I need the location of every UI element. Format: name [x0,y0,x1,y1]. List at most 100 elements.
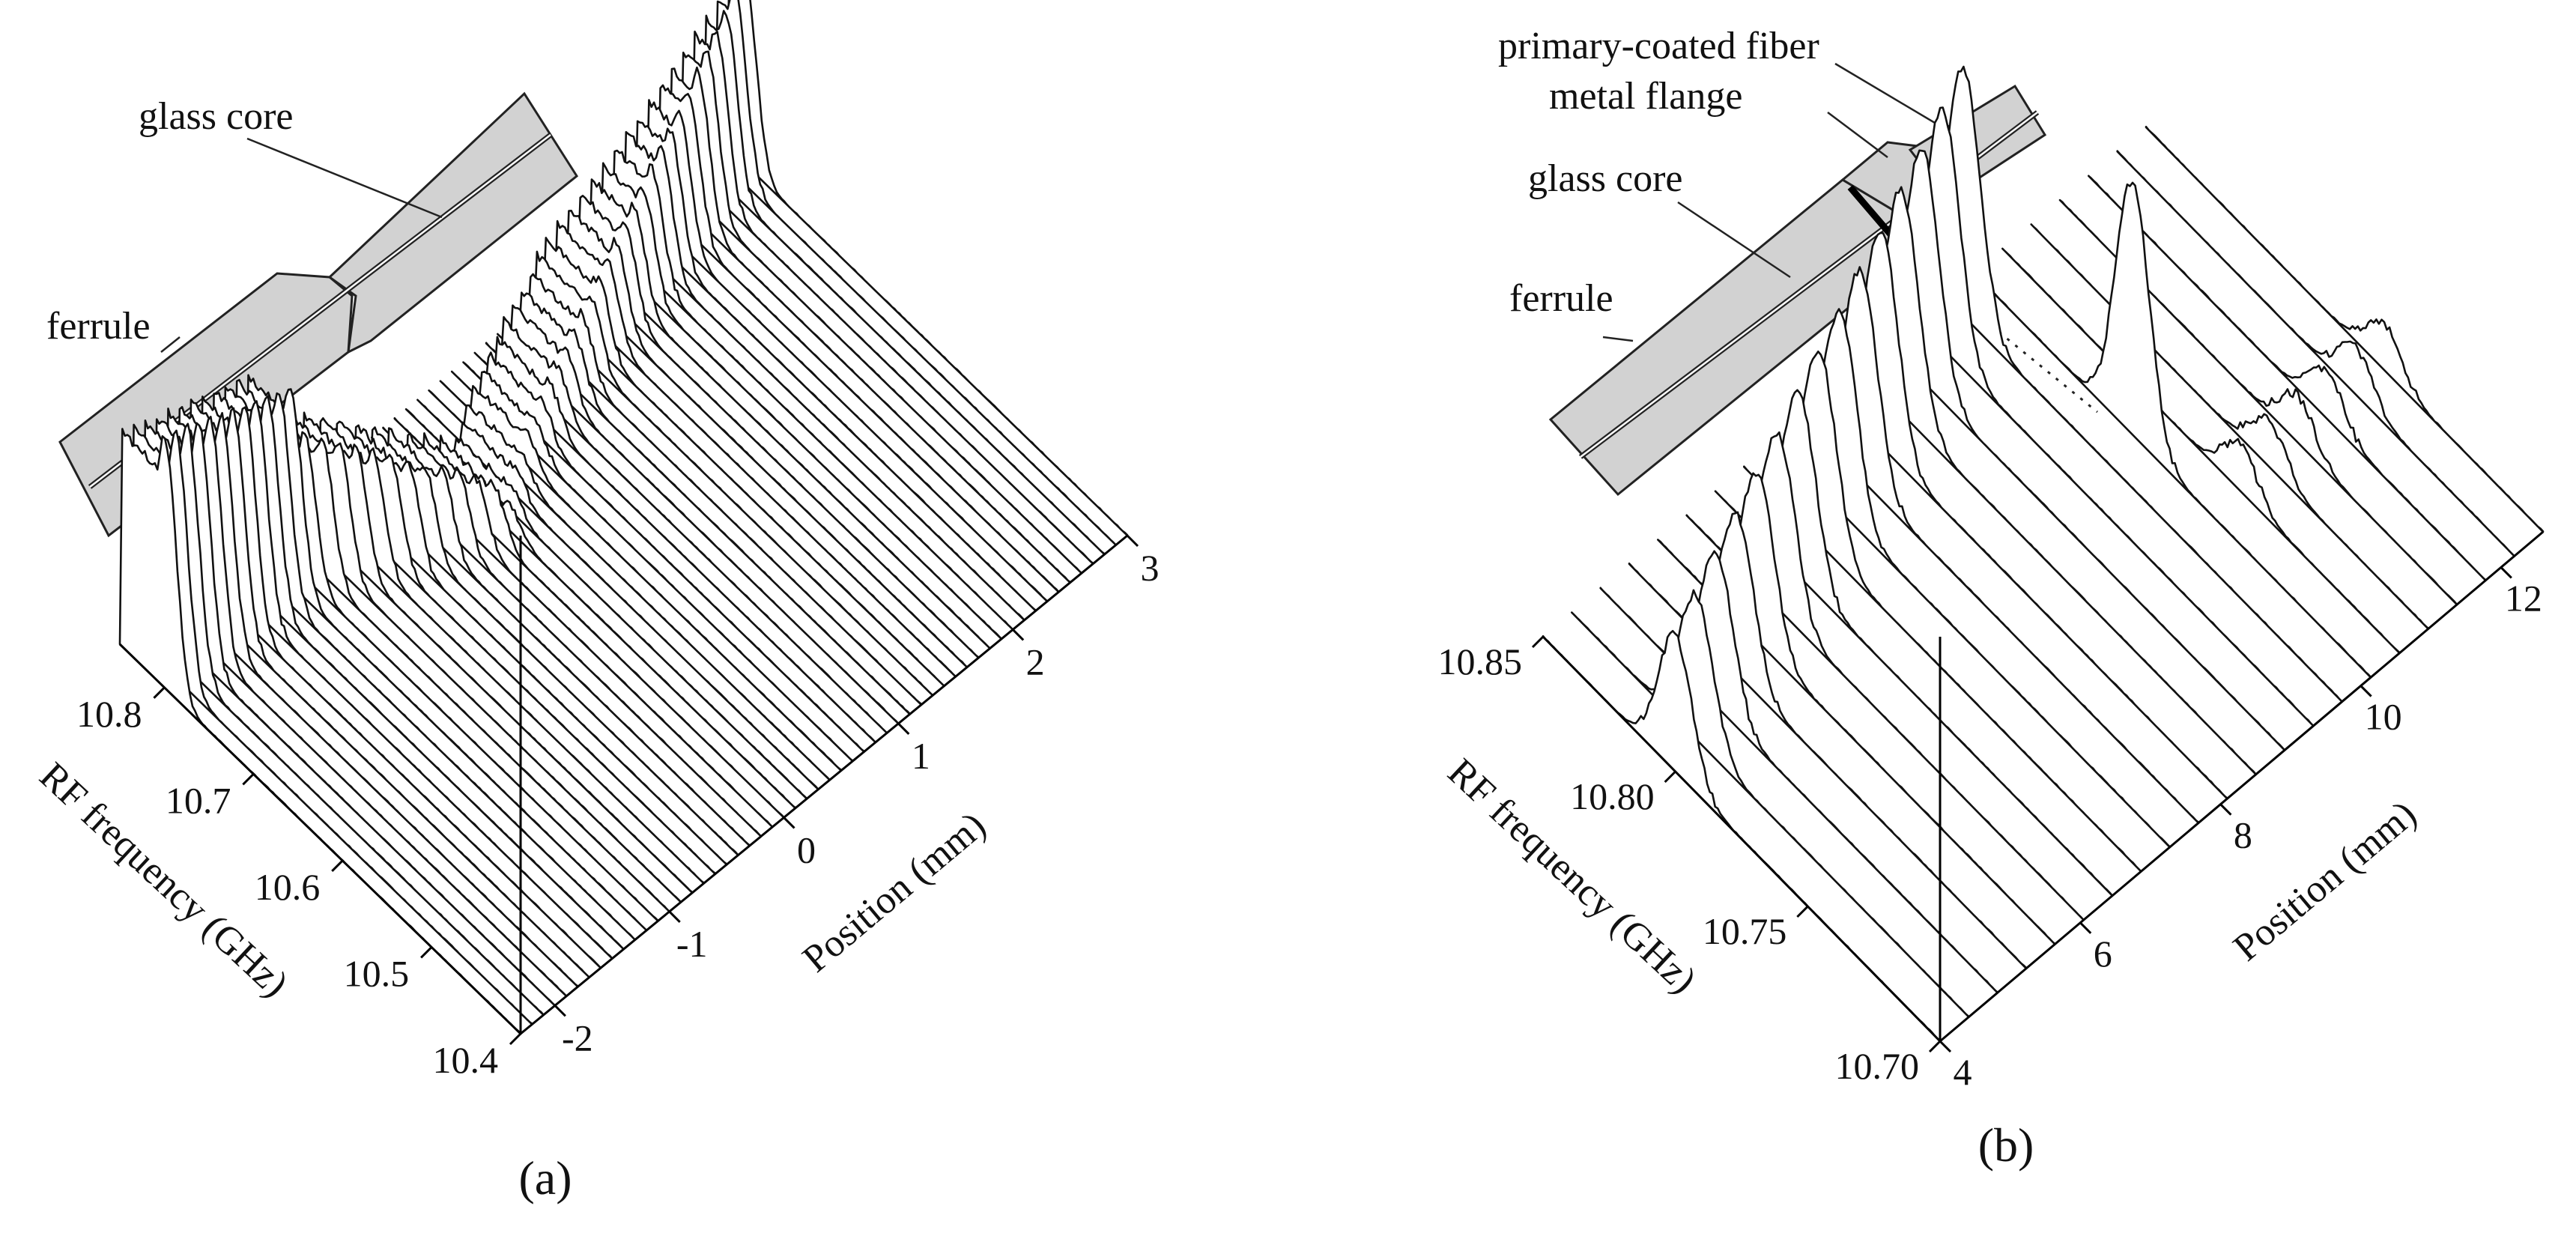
spectrum-trace-a [577,195,980,659]
x-tick-a [1126,534,1139,548]
spectrum-trace-a [588,178,991,649]
y-tick-b [1928,1040,1942,1053]
y-tick-b [1664,770,1676,784]
spectrum-trace-b [2088,175,2487,582]
spectrum-trace-b [1886,149,2286,751]
x-tick-label-b: 10 [2365,696,2402,738]
leader-glass-core-a [246,137,443,219]
x-tick-label-b: 6 [2094,933,2112,975]
inset-label-fiber-b: primary-coated fiber [1498,25,1819,67]
spectrum-trace-a [450,370,854,763]
x-tick-label-a: -2 [562,1017,593,1058]
ticks-a: -2 -1 0 1 2 3 10.8 10.7 10.6 10.5 10.4 [76,534,1160,1081]
leader-glass-core-b [1677,201,1791,279]
spectrum-trace-a [645,99,1049,603]
panel-a: glass core ferrule -2 -1 0 1 2 3 10.8 10.7 10.6 1… [31,0,1160,1205]
inset-label-glass-core-b: glass core [1528,157,1682,200]
spectrum-trace-a [657,84,1060,593]
y-tick-label-a: 10.7 [166,779,231,821]
spectrum-trace-a [336,426,739,856]
spectrum-trace-b [1915,106,2315,727]
spectrum-trace-a [473,336,877,744]
y-tick-a [509,1032,522,1046]
leader-ferrule-b [1602,336,1634,342]
inset-label-ferrule-a: ferrule [46,305,151,348]
spectrum-trace-a [519,273,923,706]
x-tick-label-b: 8 [2234,814,2252,856]
spectrum-trace-b [1858,186,2257,776]
spectrum-trace-a [359,432,763,837]
spectrum-trace-b [2145,125,2545,533]
x-tick-b [2360,685,2372,697]
spectrum-trace-a [497,304,900,725]
y-tick-label-b: 10.75 [1703,910,1787,952]
panel-label-b: (b) [1978,1118,2034,1172]
spectrum-trace-a [485,316,888,734]
y-tick-a [242,773,255,786]
spectrum-trace-b [2116,150,2515,557]
spectrum-trace-a [348,427,751,847]
x-tick-label-a: 1 [912,735,930,777]
x-tick-b [2500,566,2512,579]
spectrum-trace-b [1772,308,2171,849]
y-tick-label-b: 10.70 [1835,1045,1920,1087]
spectrum-trace-b [1972,181,2372,679]
x-tick-a [668,910,681,923]
x-tick-label-a: -1 [676,923,708,965]
spectrum-trace-a [679,50,1083,575]
spectrum-trace-a [599,162,1003,640]
spectrum-trace-b [1829,231,2228,800]
x-tick-b [1939,1040,1952,1053]
spectrum-trace-b [1944,65,2343,703]
spectrum-trace-a [714,0,1117,546]
spectrum-trace-a [508,291,911,715]
spectrum-trace-b [1800,266,2200,824]
y-tick-a [153,686,166,699]
y-tick-b [1796,905,1809,918]
leader-ferrule-a [160,336,181,353]
inset-label-flange-b: metal flange [1549,75,1742,118]
x-tick-label-a: 3 [1141,547,1160,589]
leader-flange-b [1827,112,1888,158]
y-tick-a [331,859,344,872]
spectrum-trace-b [2001,247,2401,655]
spectrum-trace-a [703,10,1106,556]
spectrum-trace-a [565,210,969,668]
x-tick-a [554,1005,566,1017]
x-axis-title-a: Position (mm) [795,804,994,981]
flange-dotted-guide-b [1917,264,2098,413]
y-tick-label-b: 10.85 [1438,640,1523,682]
spectrum-trace-a [725,0,1129,537]
spectrum-trace-a [622,130,1025,622]
spectrum-trace-a [439,380,843,772]
x-tick-b [2219,803,2232,816]
traces-a [118,0,1129,1035]
x-tick-label-b: 12 [2505,577,2542,619]
y-tick-label-a: 10.5 [344,952,410,994]
y-tick-label-b: 10.80 [1570,775,1655,817]
inset-label-glass-core-a: glass core [139,95,293,138]
spectrum-trace-a [634,120,1037,612]
y-tick-label-a: 10.4 [433,1039,499,1081]
y-tick-b [1531,635,1545,649]
x-tick-label-a: 2 [1026,640,1045,682]
spectrum-trace-a [610,149,1014,631]
x-tick-a [783,817,795,829]
spectrum-trace-a [691,30,1094,565]
x-axis-title-b: Position (mm) [2225,793,2425,969]
y-tick-label-a: 10.8 [76,693,142,735]
spectrum-trace-a [668,66,1071,584]
inset-label-ferrule-b: ferrule [1509,277,1613,320]
ferrule-shape-a-right [327,91,578,354]
spectrum-trace-b [2030,223,2429,630]
x-tick-a [1012,628,1025,641]
spectrum-trace-a [428,389,831,781]
x-tick-a [897,722,910,736]
y-tick-a [420,946,433,959]
spectrum-trace-a [542,237,945,688]
x-tick-label-a: 0 [797,828,816,870]
y-tick-label-a: 10.6 [255,866,321,908]
